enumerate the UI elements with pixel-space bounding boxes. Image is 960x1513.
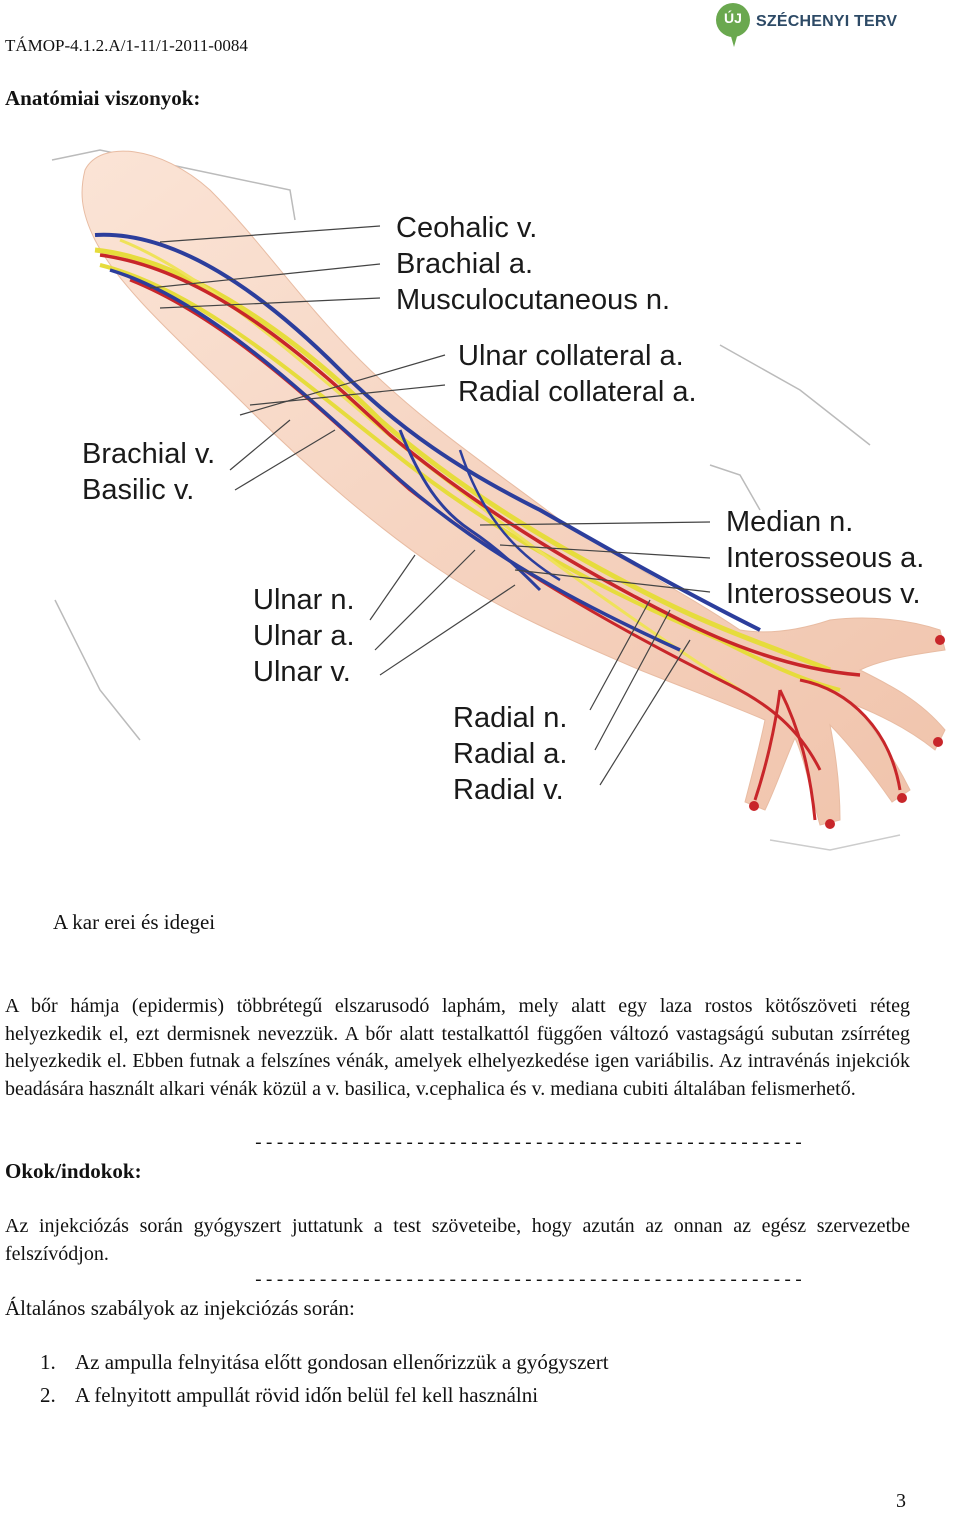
page-number: 3 bbox=[896, 1490, 906, 1513]
leader-line bbox=[370, 555, 415, 620]
rules-heading: Általános szabályok az injekciózás során… bbox=[5, 1296, 355, 1321]
label-radial-artery: Radial a. bbox=[453, 736, 567, 772]
anatomy-paragraph: A bőr hámja (epidermis) többrétegű elsza… bbox=[5, 993, 910, 1103]
label-basilic-vein: Basilic v. bbox=[82, 472, 215, 508]
outline-stroke bbox=[55, 600, 140, 740]
outline-stroke bbox=[770, 835, 900, 850]
reasons-heading: Okok/indokok: bbox=[5, 1159, 142, 1184]
label-ulnar-vein: Ulnar v. bbox=[253, 654, 355, 690]
szechenyi-logo: ÚJ SZÉCHENYI TERV bbox=[716, 3, 916, 53]
list-item-number: 1. bbox=[40, 1350, 75, 1383]
logo-pin-icon bbox=[730, 33, 738, 47]
list-item-number: 2. bbox=[40, 1383, 75, 1416]
rules-list: 1. Az ampulla felnyitása előtt gondosan … bbox=[40, 1350, 609, 1416]
separator-rule-2: ----------------------------------------… bbox=[253, 1271, 804, 1291]
label-interosseous-vein: Interosseous v. bbox=[726, 576, 924, 612]
label-radial-nerve: Radial n. bbox=[453, 700, 567, 736]
label-interosseous-artery: Interosseous a. bbox=[726, 540, 924, 576]
list-item-text: Az ampulla felnyitása előtt gondosan ell… bbox=[75, 1350, 609, 1383]
label-group-ulnar: Ulnar n. Ulnar a. Ulnar v. bbox=[253, 582, 355, 690]
logo-badge-text: ÚJ bbox=[716, 10, 750, 26]
arm-anatomy-figure: Ceohalic v. Brachial a. Musculocutaneous… bbox=[40, 130, 960, 860]
label-group-collateral: Ulnar collateral a. Radial collateral a. bbox=[458, 338, 697, 410]
figure-caption: A kar erei és idegei bbox=[53, 910, 215, 935]
label-group-upper: Ceohalic v. Brachial a. Musculocutaneous… bbox=[396, 210, 670, 318]
label-ulnar-nerve: Ulnar n. bbox=[253, 582, 355, 618]
label-median-nerve: Median n. bbox=[726, 504, 924, 540]
label-ulnar-artery: Ulnar a. bbox=[253, 618, 355, 654]
leader-line bbox=[380, 585, 515, 675]
label-musculocutaneous-nerve: Musculocutaneous n. bbox=[396, 282, 670, 318]
fingertip bbox=[935, 635, 945, 645]
label-radial-vein: Radial v. bbox=[453, 772, 567, 808]
label-group-radial: Radial n. Radial a. Radial v. bbox=[453, 700, 567, 808]
separator-rule: ----------------------------------------… bbox=[253, 1134, 804, 1154]
label-brachial-artery: Brachial a. bbox=[396, 246, 670, 282]
fingertip bbox=[825, 819, 835, 829]
reasons-paragraph: Az injekciózás során gyógyszert juttatun… bbox=[5, 1213, 910, 1268]
list-item: 2. A felnyitott ampullát rövid időn belü… bbox=[40, 1383, 609, 1416]
leader-line bbox=[375, 550, 475, 650]
label-cephalic-vein: Ceohalic v. bbox=[396, 210, 670, 246]
fingertip bbox=[897, 793, 907, 803]
list-item: 1. Az ampulla felnyitása előtt gondosan … bbox=[40, 1350, 609, 1383]
label-radial-collateral-artery: Radial collateral a. bbox=[458, 374, 697, 410]
section-title: Anatómiai viszonyok: bbox=[5, 86, 200, 111]
logo-text: SZÉCHENYI TERV bbox=[756, 13, 897, 31]
label-ulnar-collateral-artery: Ulnar collateral a. bbox=[458, 338, 697, 374]
label-brachial-vein: Brachial v. bbox=[82, 436, 215, 472]
project-code: TÁMOP-4.1.2.A/1-11/1-2011-0084 bbox=[5, 36, 248, 56]
label-group-median: Median n. Interosseous a. Interosseous v… bbox=[726, 504, 924, 612]
list-item-text: A felnyitott ampullát rövid időn belül f… bbox=[75, 1383, 538, 1416]
fingertip bbox=[749, 801, 759, 811]
label-group-brachial: Brachial v. Basilic v. bbox=[82, 436, 215, 508]
fingertip bbox=[933, 737, 943, 747]
outline-stroke bbox=[720, 345, 870, 445]
